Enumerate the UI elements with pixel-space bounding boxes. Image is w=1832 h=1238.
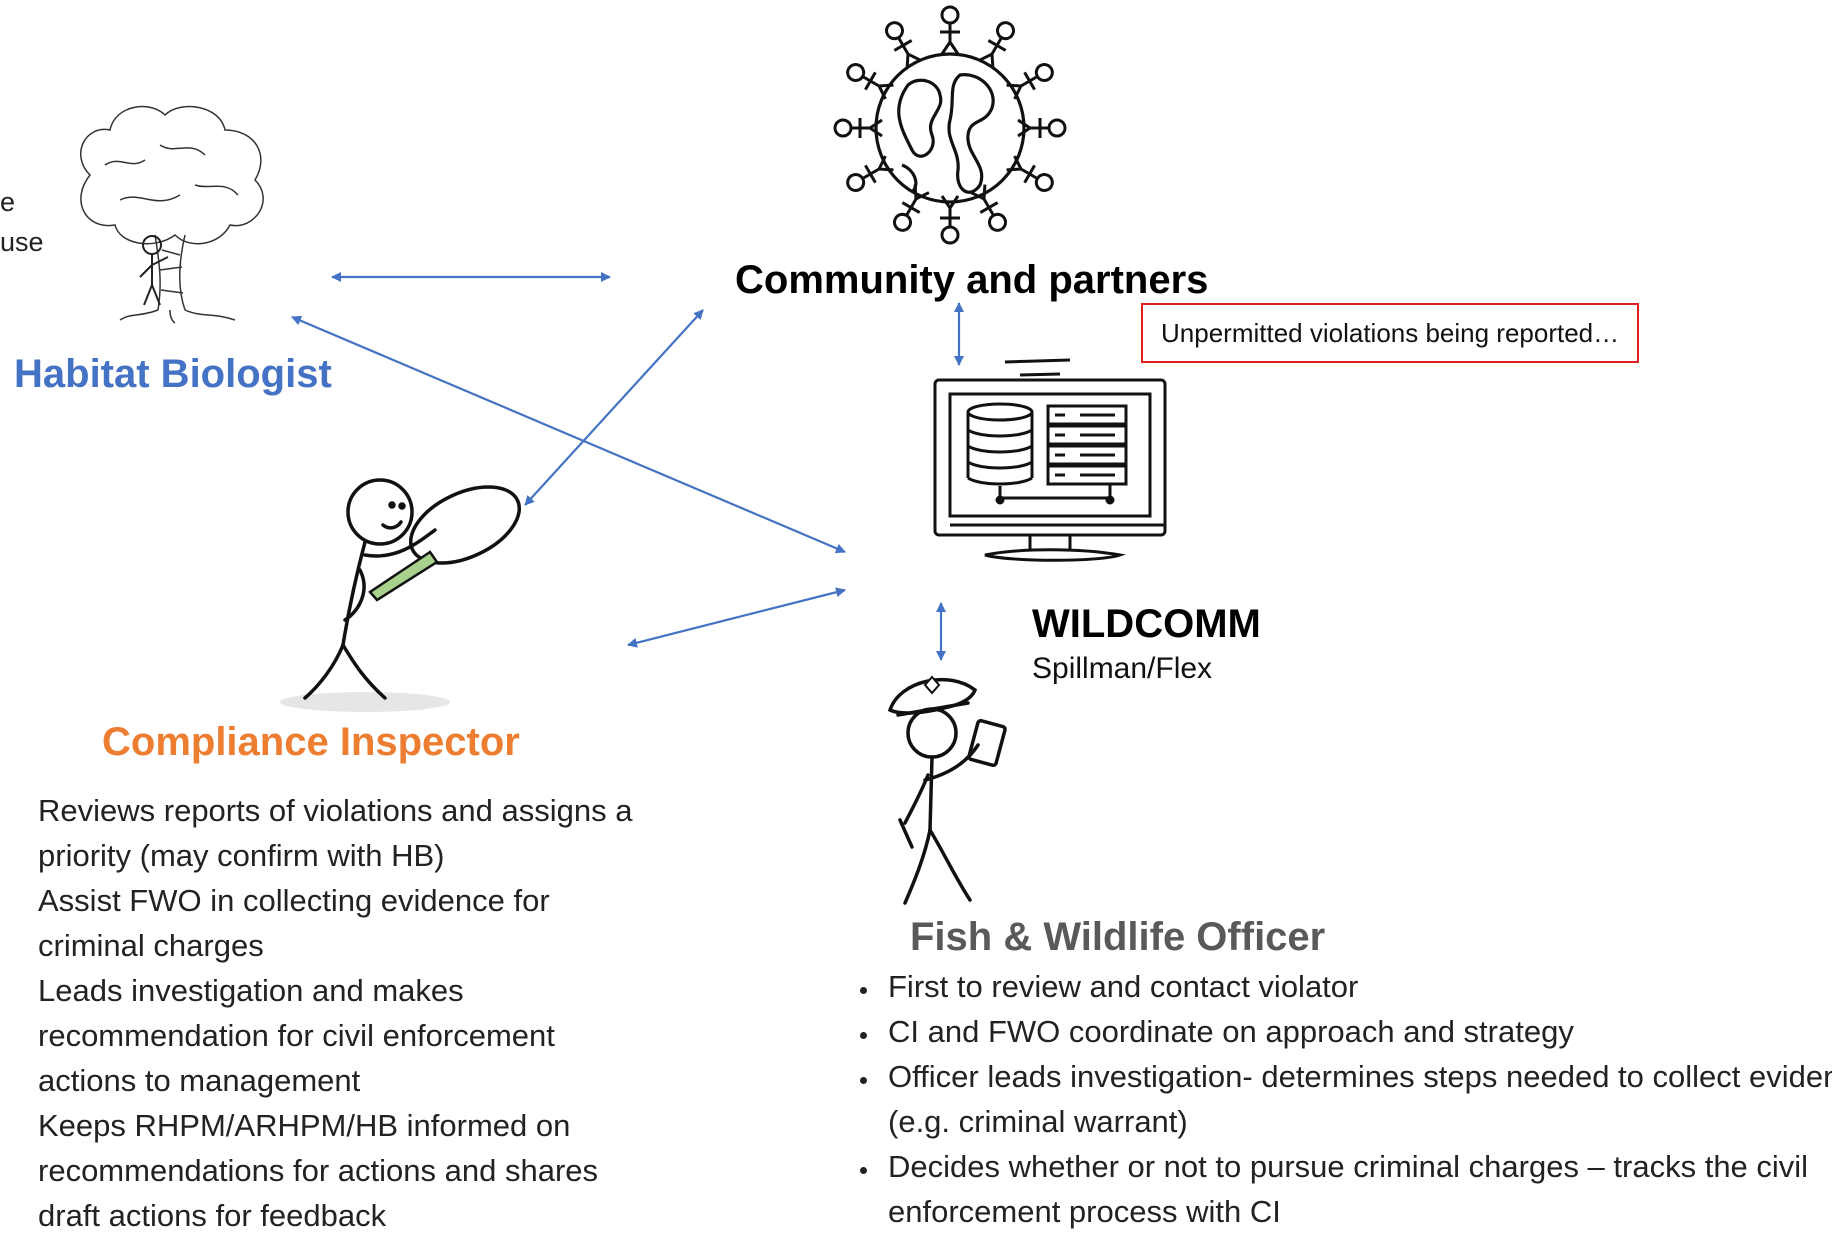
arrow-community-ci <box>524 309 704 506</box>
clipped-text-line-2: use <box>0 227 44 257</box>
fwo-duty-item: Decides whether or not to pursue crimina… <box>880 1144 1832 1234</box>
wildcomm-label: WILDCOMM Spillman/Flex <box>1032 602 1261 691</box>
wildcomm-subtitle: Spillman/Flex <box>1032 652 1213 685</box>
clipped-text-line-1: e <box>0 187 16 217</box>
clipped-text-fragment: e use <box>0 182 44 262</box>
compliance-inspector-label: Compliance Inspector <box>102 720 520 765</box>
compliance-inspector-title: Compliance Inspector <box>102 720 520 764</box>
tree-with-person-icon <box>80 105 264 324</box>
community-title: Community and partners <box>735 258 1209 302</box>
database-icon <box>966 402 1034 486</box>
arrow-ci-wildcomm <box>627 587 846 648</box>
ci-duty-line: Keeps RHPM/ARHPM/HB informed on <box>38 1108 571 1143</box>
fwo-duty-item: CI and FWO coordinate on approach and st… <box>880 1009 1832 1054</box>
ci-duties-list: Reviews reports of violations and assign… <box>38 788 718 1238</box>
ci-duty-line: recommendations for actions and shares <box>38 1153 599 1188</box>
fwo-duties-list: First to review and contact violator CI … <box>810 964 1832 1234</box>
community-label: Community and partners <box>735 258 1208 303</box>
ci-duty-line: actions to management <box>38 1063 361 1098</box>
ci-duty-line: priority (may confirm with HB) <box>38 838 445 873</box>
habitat-biologist-title: Habitat Biologist <box>14 352 332 396</box>
computer-database-icon <box>933 358 1167 562</box>
fwo-duty-item: Officer leads investigation- determines … <box>880 1054 1832 1144</box>
server-rack-icon <box>1046 404 1128 486</box>
fwo-title: Fish & Wildlife Officer <box>910 915 1326 959</box>
wildcomm-title: WILDCOMM <box>1032 602 1261 646</box>
ci-duty-line: Assist FWO in collecting evidence for <box>38 883 550 918</box>
police-officer-icon <box>887 675 1007 905</box>
ci-duty-line: draft actions for feedback <box>38 1198 387 1233</box>
callout-text: Unpermitted violations being reported… <box>1161 318 1620 348</box>
inspector-with-magnifier-icon <box>280 478 522 712</box>
fwo-duty-item: First to review and contact violator <box>880 964 1832 1009</box>
fwo-label: Fish & Wildlife Officer <box>910 915 1325 960</box>
ci-duty-line: Leads investigation and makes <box>38 973 464 1008</box>
violation-callout: Unpermitted violations being reported… <box>1141 303 1640 363</box>
ci-duty-line: recommendation for civil enforcement <box>38 1018 555 1053</box>
globe-with-people-icon <box>833 5 1067 245</box>
habitat-biologist-label: Habitat Biologist <box>14 352 332 397</box>
ci-duty-line: criminal charges <box>38 928 264 963</box>
stick-figures-ring <box>833 5 1067 245</box>
ci-duty-line: Reviews reports of violations and assign… <box>38 793 633 828</box>
